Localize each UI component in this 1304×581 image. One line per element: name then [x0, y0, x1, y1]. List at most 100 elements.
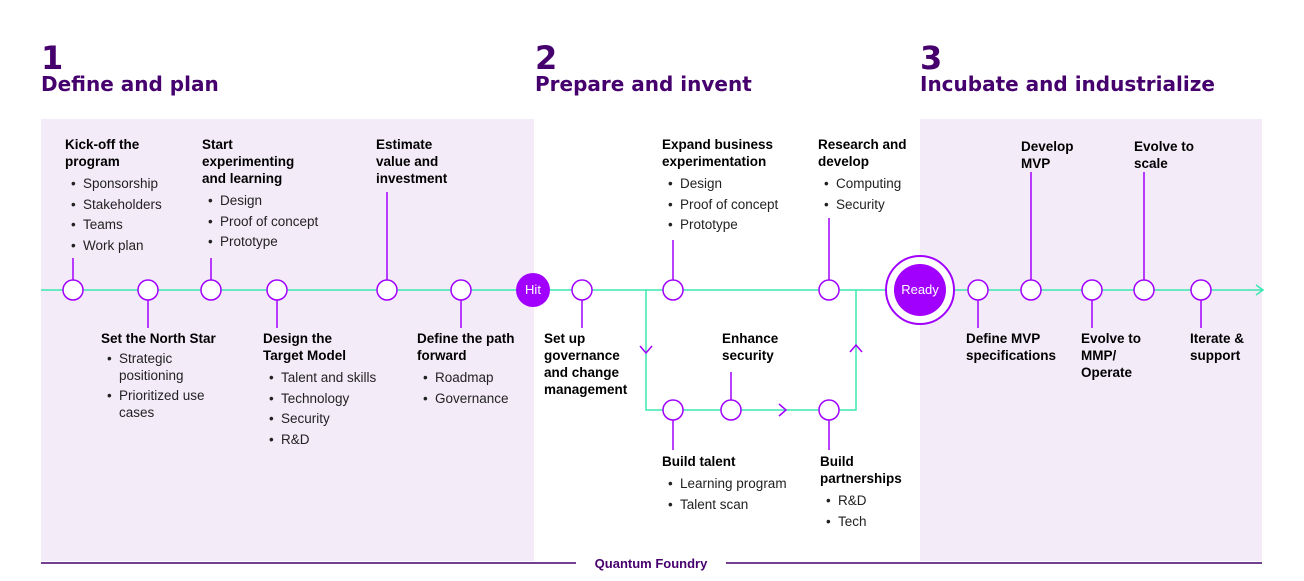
- step-governance: Set up governance and change management: [544, 330, 644, 398]
- step-kickoff: Kick-off the program Sponsorship Stakeho…: [65, 136, 175, 256]
- step-title: Expand business experimentation: [662, 137, 774, 169]
- node-start-exp: [200, 279, 222, 301]
- node-target-model: [266, 279, 288, 301]
- list-item: Proof of concept: [662, 195, 807, 216]
- step-title: Research and develop: [818, 137, 907, 169]
- step-evolve-scale: Evolve to scale: [1134, 138, 1204, 172]
- node-mvp-specs: [967, 279, 989, 301]
- phase-1-title: Define and plan: [41, 72, 219, 96]
- milestone-ready-label: Ready: [901, 282, 939, 297]
- step-target-model: Design the Target Model Talent and skill…: [263, 330, 393, 450]
- list-item: R&D: [263, 430, 393, 451]
- list-item: Prototype: [662, 215, 807, 236]
- list-item: Learning program: [662, 474, 812, 495]
- step-items: Learning program Talent scan: [662, 474, 812, 515]
- step-title: Kick-off the program: [65, 137, 140, 169]
- list-item: Design: [202, 191, 342, 212]
- step-title: Start experimenting and learning: [202, 137, 295, 186]
- phase-3-panel: [920, 119, 1262, 561]
- step-estimate: Estimate value and investment: [376, 136, 466, 187]
- list-item: Roadmap: [417, 368, 532, 389]
- list-item: Talent and skills: [263, 368, 393, 389]
- milestone-ready-circle: [894, 264, 946, 316]
- milestone-hit-circle: [516, 273, 550, 307]
- node-estimate: [376, 279, 398, 301]
- list-item: Tech: [820, 512, 915, 533]
- node-expand-exp: [662, 279, 684, 301]
- node-north-star: [137, 279, 159, 301]
- milestone-hit-label: Hit: [525, 282, 541, 297]
- list-item: Talent scan: [662, 495, 812, 516]
- list-item: Security: [263, 409, 393, 430]
- step-research: Research and develop Computing Security: [818, 136, 918, 215]
- node-develop-mvp: [1020, 279, 1042, 301]
- list-item: Sponsorship: [65, 174, 175, 195]
- step-evolve-mmp: Evolve to MMP/ Operate: [1081, 330, 1147, 381]
- step-title: Set up governance and change management: [544, 331, 628, 397]
- step-title: Set the North Star: [101, 331, 216, 346]
- phase-2-number: 2: [535, 39, 558, 77]
- step-title: Evolve to MMP/ Operate: [1081, 331, 1142, 380]
- phase-3-number: 3: [920, 39, 943, 77]
- step-build-partnerships: Build partnerships R&D Tech: [820, 453, 915, 532]
- node-iterate: [1190, 279, 1212, 301]
- branch-loop: [645, 290, 857, 411]
- step-title: Iterate & support: [1190, 331, 1245, 363]
- step-expand-exp: Expand business experimentation Design P…: [662, 136, 807, 236]
- step-items: R&D Tech: [820, 491, 915, 532]
- step-title: Build talent: [662, 454, 736, 469]
- step-north-star: Set the North Star Strategic positioning…: [101, 330, 251, 421]
- branch-right-arrow: [778, 403, 788, 417]
- step-title: Define the path forward: [417, 331, 515, 363]
- list-item: Strategic positioning: [101, 351, 211, 384]
- step-iterate: Iterate & support: [1190, 330, 1256, 364]
- list-item: Proof of concept: [202, 212, 342, 233]
- list-item: Prioritized use cases: [101, 388, 211, 421]
- node-build-partnerships: [818, 399, 840, 421]
- phase-3-title: Incubate and industrialize: [920, 72, 1215, 96]
- step-title: Design the Target Model: [263, 331, 347, 363]
- step-title: Estimate value and investment: [376, 137, 448, 186]
- step-items: Roadmap Governance: [417, 368, 532, 409]
- list-item: Security: [818, 195, 918, 216]
- branch-down-arrow: [639, 345, 653, 355]
- phase-1-number: 1: [41, 39, 64, 77]
- branch-up-arrow: [849, 343, 863, 353]
- step-items: Sponsorship Stakeholders Teams Work plan: [65, 174, 175, 256]
- step-path-forward: Define the path forward Roadmap Governan…: [417, 330, 532, 409]
- step-items: Talent and skills Technology Security R&…: [263, 368, 393, 450]
- node-build-talent: [662, 399, 684, 421]
- list-item: Teams: [65, 215, 175, 236]
- node-evolve-scale: [1133, 279, 1155, 301]
- step-start-exp: Start experimenting and learning Design …: [202, 136, 342, 253]
- node-path-forward: [450, 279, 472, 301]
- footer-label: Quantum Foundry: [594, 556, 708, 571]
- list-item: Computing: [818, 174, 918, 195]
- step-title: Evolve to scale: [1134, 139, 1195, 171]
- step-develop-mvp: Develop MVP: [1021, 138, 1091, 172]
- step-enhance-security: Enhance security: [722, 330, 802, 364]
- step-items: Strategic positioning Prioritized use ca…: [101, 351, 211, 421]
- step-mvp-specs: Define MVP specifications: [966, 330, 1074, 364]
- list-item: Stakeholders: [65, 195, 175, 216]
- node-research: [818, 279, 840, 301]
- list-item: Technology: [263, 389, 393, 410]
- node-evolve-mmp: [1081, 279, 1103, 301]
- step-build-talent: Build talent Learning program Talent sca…: [662, 453, 812, 515]
- step-items: Design Proof of concept Prototype: [662, 174, 807, 236]
- step-items: Computing Security: [818, 174, 918, 215]
- list-item: Governance: [417, 389, 532, 410]
- list-item: Work plan: [65, 236, 175, 257]
- list-item: Prototype: [202, 232, 342, 253]
- list-item: R&D: [820, 491, 915, 512]
- node-enhance-security: [720, 399, 742, 421]
- list-item: Design: [662, 174, 807, 195]
- node-governance: [571, 279, 593, 301]
- step-title: Enhance security: [722, 331, 779, 363]
- phase-2-title: Prepare and invent: [535, 72, 752, 96]
- step-title: Develop MVP: [1021, 139, 1074, 171]
- node-kickoff: [62, 279, 84, 301]
- step-title: Define MVP specifications: [966, 331, 1057, 363]
- step-items: Design Proof of concept Prototype: [202, 191, 342, 253]
